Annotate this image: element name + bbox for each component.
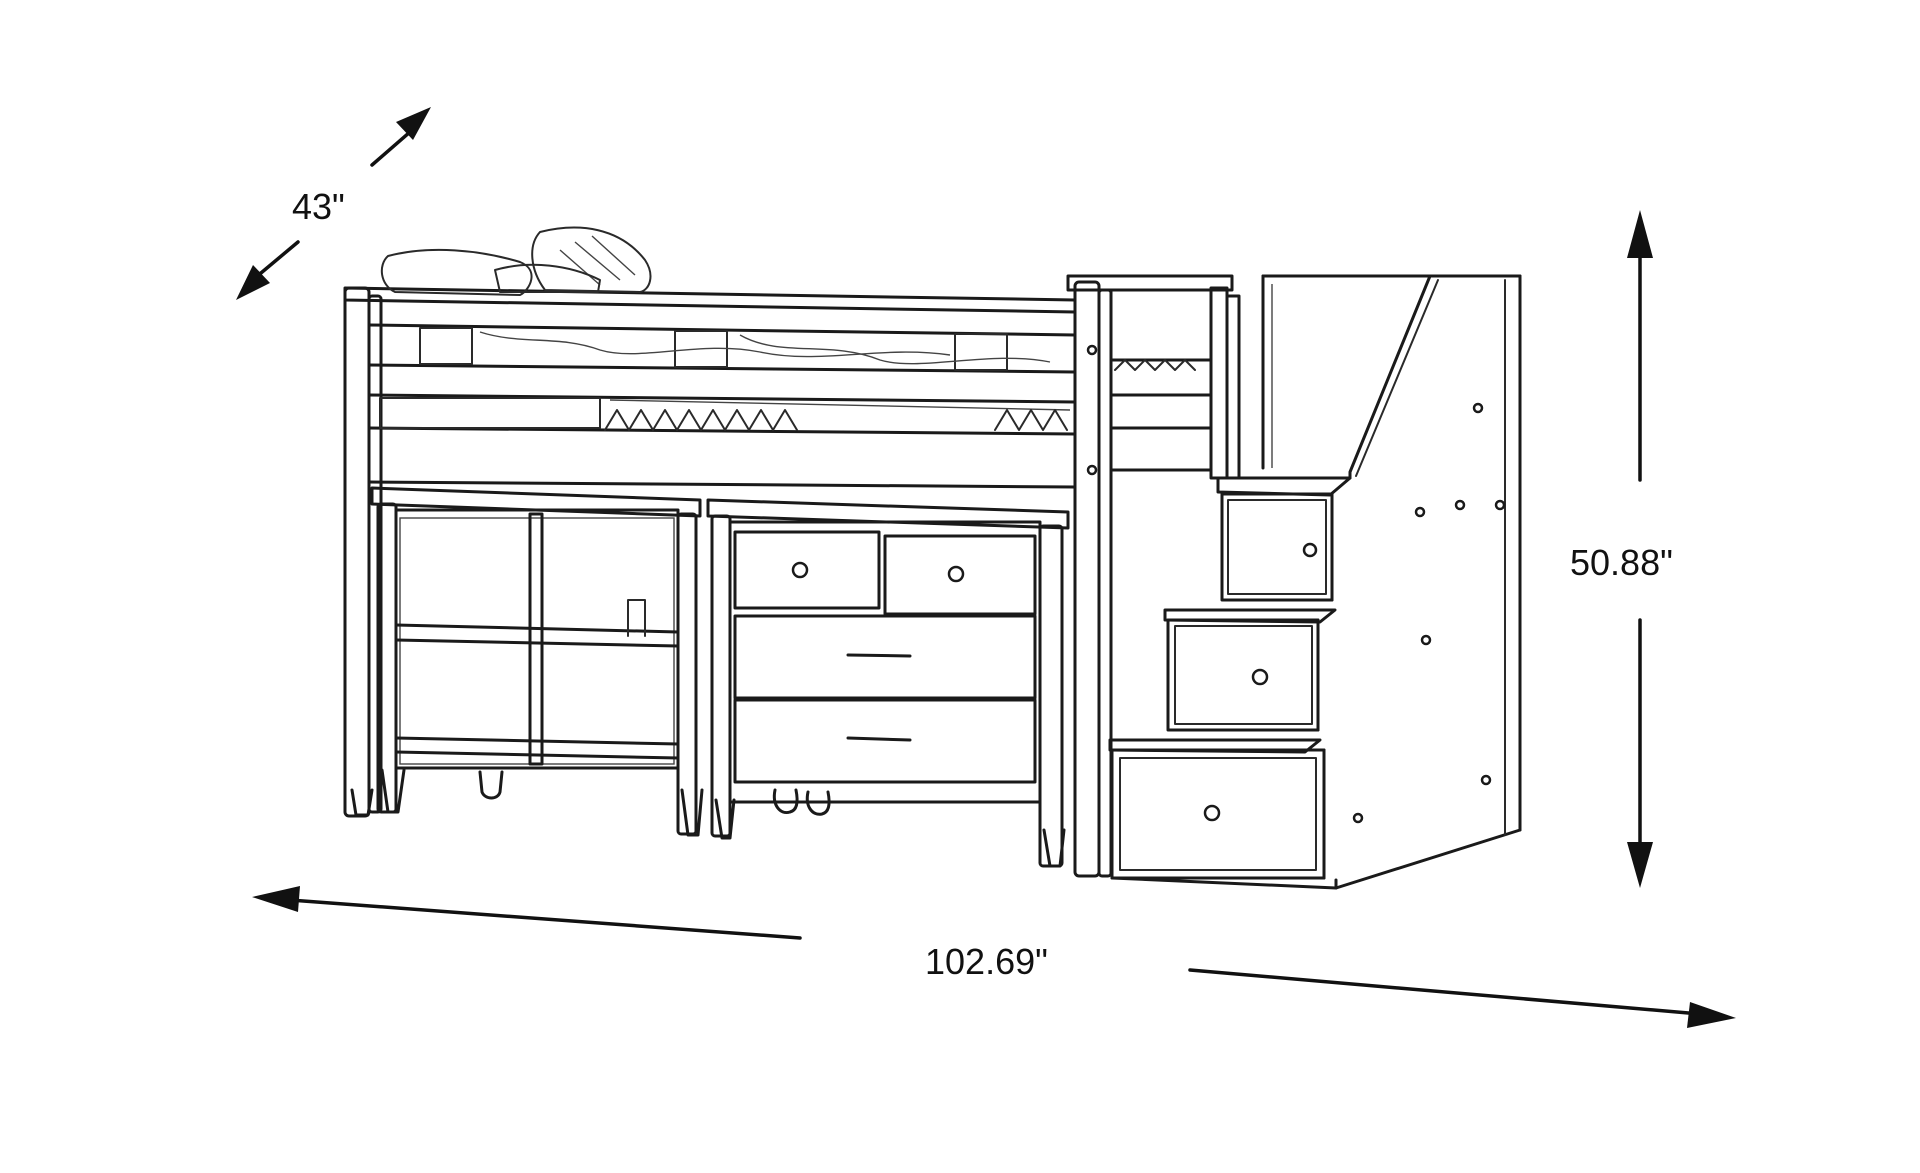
depth-label: 43": [292, 186, 345, 227]
width-arrow-icon: [252, 886, 1736, 1028]
bed-frame: [343, 226, 1241, 878]
height-arrow-icon: [1627, 210, 1653, 888]
stair-chest: [1108, 274, 1522, 890]
depth-arrow-icon: [236, 107, 431, 300]
height-label: 50.88": [1570, 542, 1673, 583]
bookcase: [370, 486, 704, 837]
width-label: 102.69": [925, 941, 1048, 982]
dresser: [706, 498, 1070, 868]
